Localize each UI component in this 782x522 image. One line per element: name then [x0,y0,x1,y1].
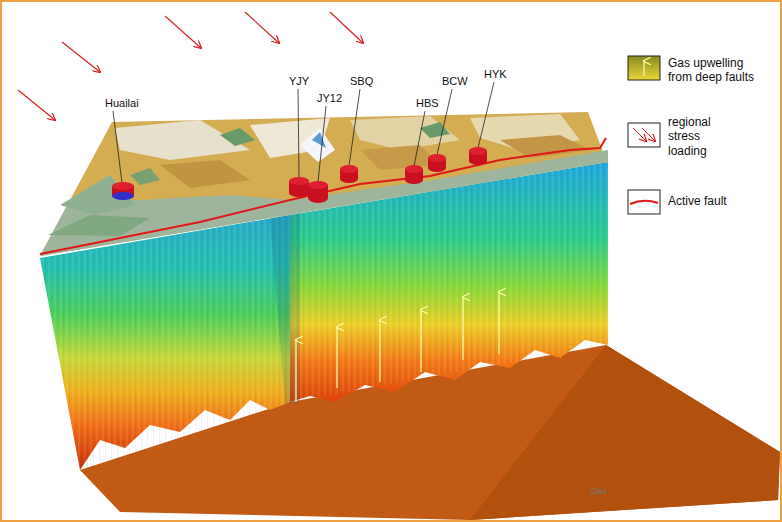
station-label: HYK [484,68,507,81]
station-label: HBS [416,97,439,110]
station-label: YJY [289,75,309,88]
watermark-text: Gas [590,486,607,496]
station-label: SBQ [350,75,373,88]
legend-text: regional stress loading [668,115,730,158]
legend-text: Gas upwelling from deep faults [668,56,758,85]
station-label: Huailai [105,97,139,110]
station-label: JY12 [317,92,342,105]
legend-text: Active fault [668,194,768,208]
station-label: BCW [442,75,468,88]
legend-samples [628,56,660,214]
